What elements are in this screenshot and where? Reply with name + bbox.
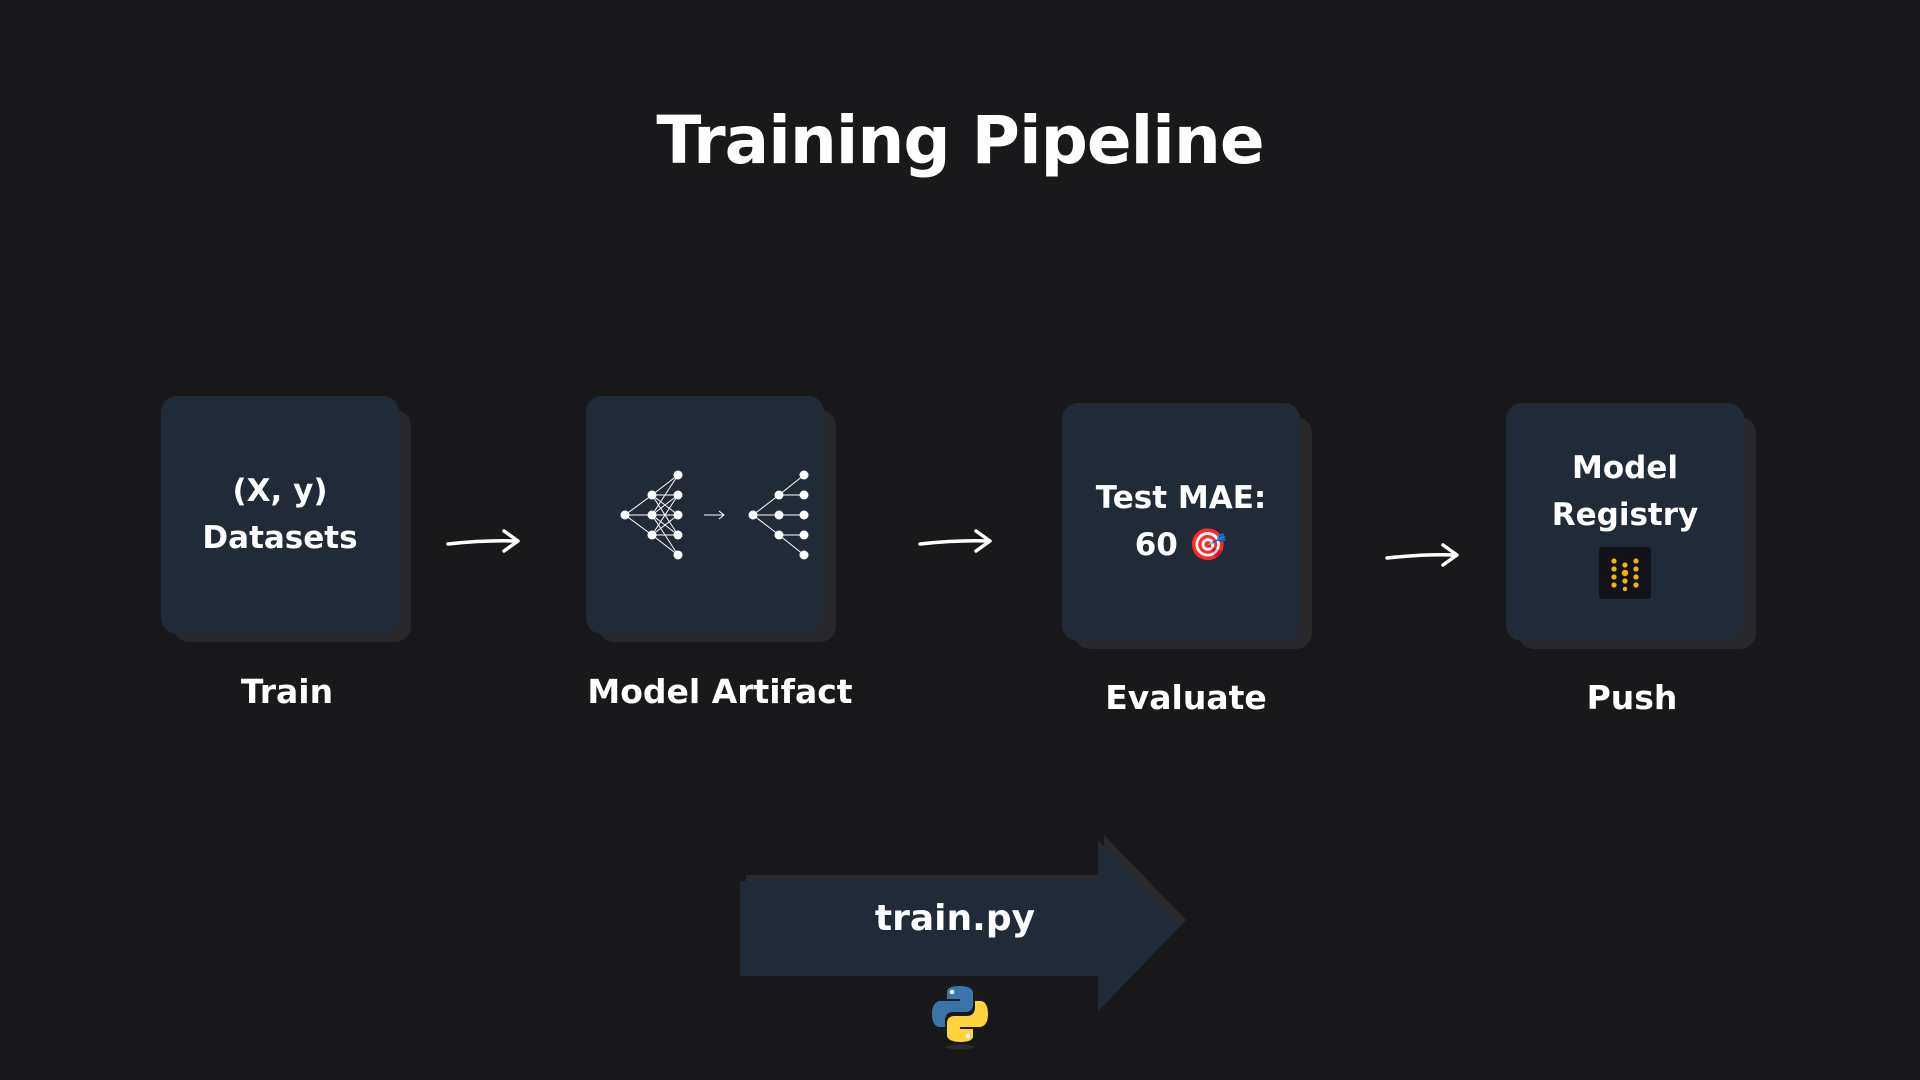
registry-line-2: Registry (1551, 497, 1699, 533)
diagram-title: Training Pipeline (656, 102, 1264, 179)
test-mae-value: 60 🎯 (1134, 527, 1228, 563)
datasets-line-1: (X, y) (232, 473, 328, 509)
card-face: (X, y) Datasets (161, 396, 399, 634)
registry-line-1: Model (1572, 450, 1678, 486)
card-face: Test MAE: 60 🎯 (1062, 403, 1300, 641)
big-arrow-shape (740, 835, 1186, 1011)
datasets-line-2: Datasets (202, 520, 358, 556)
evaluation-card: Test MAE: 60 🎯 (1062, 403, 1312, 649)
arrow-right-icon (918, 529, 992, 553)
arrow-right-icon (446, 529, 520, 553)
model-registry-card: Model Registry (1506, 403, 1756, 649)
model-artifact-caption: Model Artifact (587, 672, 853, 711)
script-label: train.py (874, 898, 1036, 939)
card-face: Model Registry (1506, 403, 1744, 641)
neural-network-pruning-icon (620, 470, 809, 560)
test-mae-label: Test MAE: (1095, 480, 1267, 516)
train-caption: Train (240, 672, 334, 711)
datasets-card: (X, y) Datasets (161, 396, 411, 642)
model-registry-icon (1599, 547, 1651, 599)
model-artifact-card (586, 396, 836, 642)
evaluate-caption: Evaluate (1105, 678, 1267, 717)
python-logo-icon (932, 986, 988, 1050)
card-face (586, 396, 824, 634)
push-caption: Push (1586, 678, 1678, 717)
arrow-right-icon (1385, 543, 1459, 567)
